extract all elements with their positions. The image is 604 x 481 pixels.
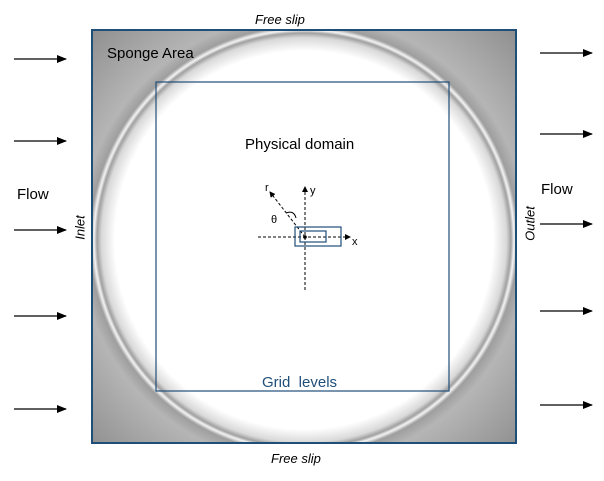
grid-level-box-inner xyxy=(299,230,327,243)
bottom-boundary-label: Free slip xyxy=(271,451,321,466)
top-boundary-label: Free slip xyxy=(255,12,305,27)
r-axis-label: r xyxy=(265,182,269,194)
inflow-arrows xyxy=(14,55,67,413)
inlet-label: Inlet xyxy=(72,215,88,240)
y-axis-label: y xyxy=(310,185,316,197)
x-axis-label: x xyxy=(352,236,358,248)
outlet-label: Outlet xyxy=(522,206,538,241)
body-point xyxy=(303,235,307,239)
outer-domain-border xyxy=(91,29,517,444)
sponge-area-label: Sponge Area xyxy=(107,45,194,62)
flow-right-label: Flow xyxy=(541,181,573,198)
outflow-arrows xyxy=(540,49,593,409)
physical-domain-label: Physical domain xyxy=(245,136,355,153)
grid-levels-label: Grid levels xyxy=(262,374,338,391)
grid-levels-box xyxy=(155,81,450,392)
theta-label: θ xyxy=(271,214,278,226)
r-axis xyxy=(269,191,306,238)
flow-left-label: Flow xyxy=(17,186,49,203)
grid-level-box-outer xyxy=(294,226,342,247)
theta-arc xyxy=(285,211,297,219)
